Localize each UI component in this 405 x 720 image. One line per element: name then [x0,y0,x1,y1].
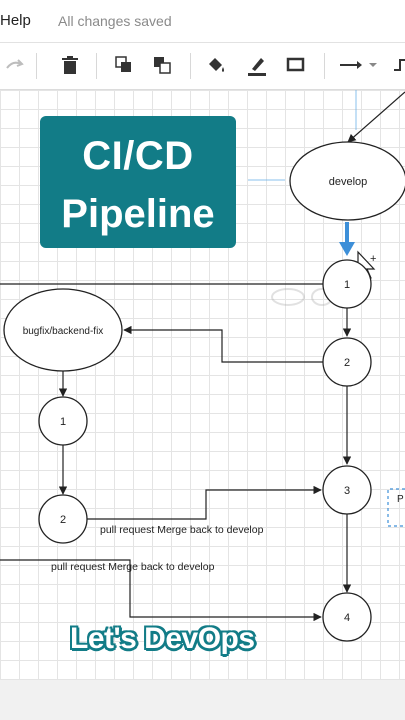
menu-help[interactable]: Help [0,12,31,29]
svg-text:P t: P t [397,494,405,505]
svg-text:2: 2 [344,357,350,369]
node-bugfix[interactable]: bugfix/backend-fix [3,288,123,372]
edge-left-to-main-4[interactable] [0,559,322,622]
edge-develop-to-1[interactable] [339,222,355,256]
svg-text:+: + [370,253,376,265]
svg-text:3: 3 [344,485,350,497]
diagram-svg: develop + 1 2 bugfix/ [0,90,405,642]
fill-color-icon[interactable] [203,52,229,78]
svg-text:2: 2 [60,514,66,526]
toolbar [0,43,405,90]
node-main-4[interactable]: 4 [322,592,372,642]
edge-main-2-to-bugfix[interactable] [123,325,323,363]
edge-label-pr-2[interactable]: pull request Merge back to develop [51,561,215,573]
svg-text:bugfix/backend-fix: bugfix/backend-fix [23,326,104,337]
title-card: CI/CD Pipeline [40,116,236,248]
to-back-icon[interactable] [149,52,175,78]
edge-fix-2-to-main-3[interactable] [87,485,322,520]
watermark-text: Let's DevOps [70,622,255,655]
node-develop[interactable]: develop [289,141,405,221]
partial-dashed-box[interactable]: P t [387,488,405,527]
waypoint-icon[interactable] [390,52,405,78]
menu-bar: Help All changes saved [0,0,405,43]
bottom-strip [0,680,405,720]
toolbar-separator [324,53,325,79]
connection-style-icon[interactable] [338,52,380,78]
svg-text:4: 4 [344,612,350,624]
shadow-icon[interactable] [283,52,309,78]
node-main-3[interactable]: 3 [322,465,372,515]
toolbar-separator [36,53,37,79]
toolbar-separator [96,53,97,79]
svg-text:develop: develop [329,176,368,188]
diagram-canvas[interactable]: develop + 1 2 bugfix/ [0,90,405,680]
node-main-2[interactable]: 2 [322,337,372,387]
line-color-icon[interactable] [244,52,270,78]
redo-icon[interactable] [2,52,28,78]
title-line-1: CI/CD [82,134,194,178]
node-main-1[interactable]: 1 [322,259,372,309]
to-front-icon[interactable] [111,52,137,78]
save-status: All changes saved [58,13,172,29]
edge-label-pr-1[interactable]: pull request Merge back to develop [100,524,264,536]
toolbar-separator [190,53,191,79]
title-line-2: Pipeline [61,192,215,236]
svg-text:1: 1 [60,416,66,428]
edge-into-develop[interactable] [347,91,405,143]
delete-icon[interactable] [57,52,83,78]
node-fix-1[interactable]: 1 [38,396,88,446]
node-fix-2[interactable]: 2 [38,494,88,544]
svg-text:1: 1 [344,279,350,291]
